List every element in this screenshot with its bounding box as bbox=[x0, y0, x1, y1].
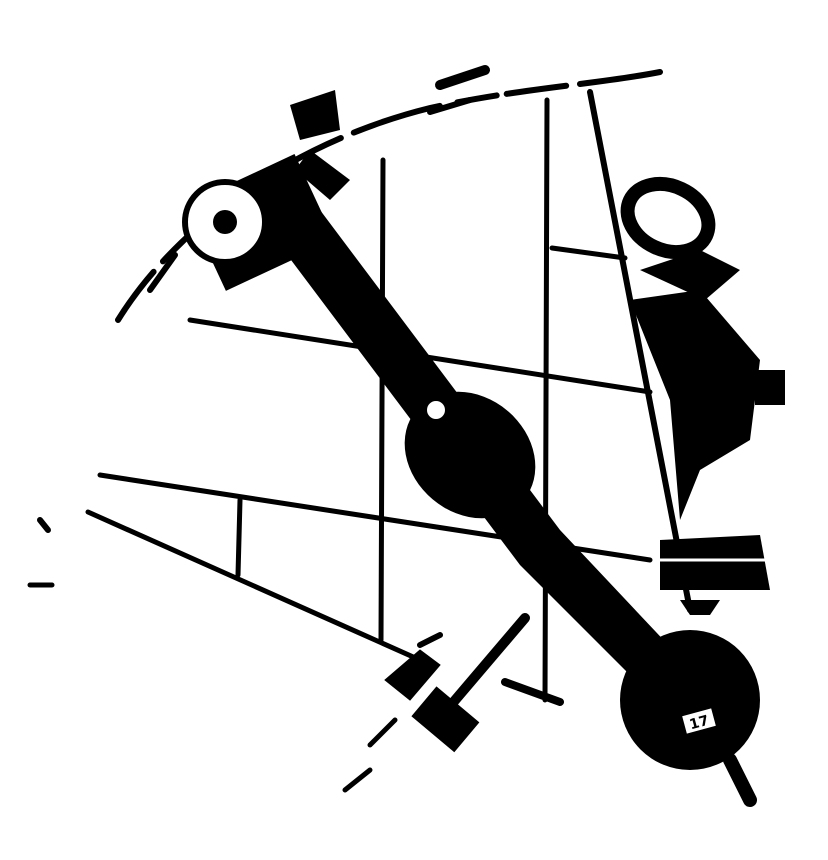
micrometer-label: 17 bbox=[688, 713, 711, 733]
telescope-ring bbox=[620, 176, 785, 520]
edge-marks bbox=[27, 65, 490, 793]
lower-screw bbox=[384, 613, 530, 753]
index-arm bbox=[182, 90, 720, 730]
handle-assembly bbox=[660, 535, 775, 615]
micrometer-drum: 17 bbox=[604, 630, 760, 807]
sextant-frame bbox=[85, 69, 693, 706]
